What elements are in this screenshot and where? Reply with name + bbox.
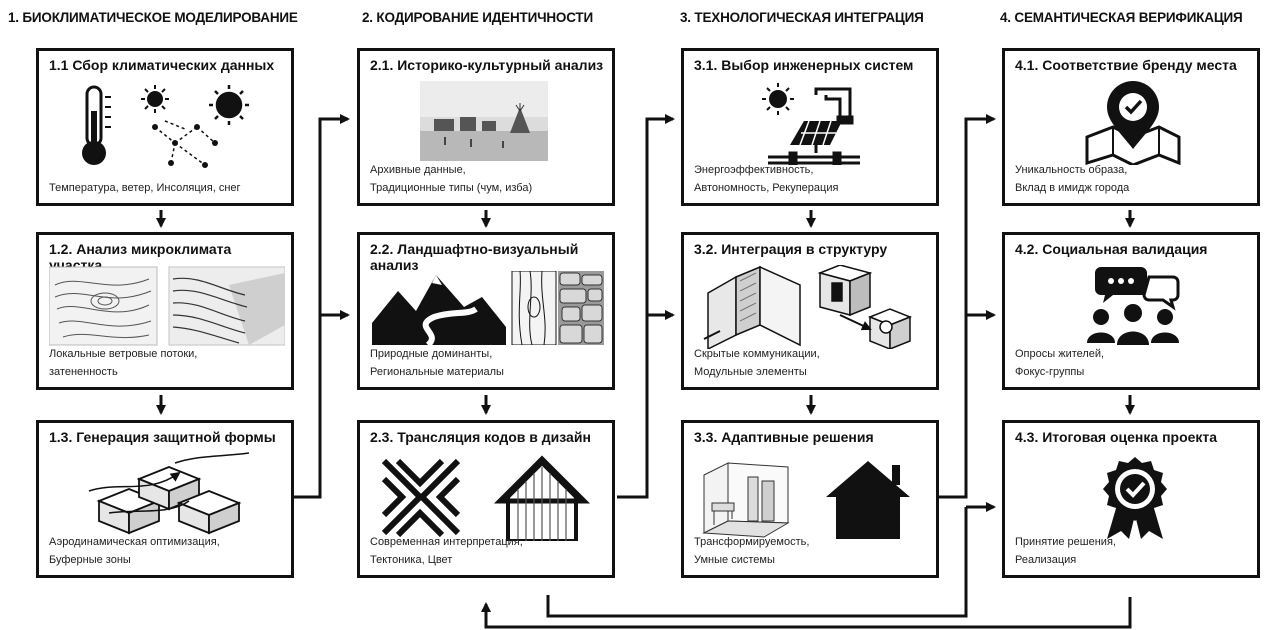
- map-pin-check-icon: [1085, 81, 1181, 165]
- gable-house-icon: [493, 455, 591, 541]
- step-description-line-2: Реализация: [1015, 554, 1077, 566]
- ornament-pattern-icon: [380, 457, 462, 539]
- sun-path-diagram: [154, 120, 216, 166]
- step-description-line-2: Фокус-группы: [1015, 366, 1085, 378]
- column-header-3: 3. ТЕХНОЛОГИЧЕСКАЯ ИНТЕГРАЦИЯ: [680, 10, 924, 25]
- climate-data-illustration: [82, 85, 249, 168]
- step-4-3-box: 4.3. Итоговая оценка проекта Принятие ре…: [1002, 420, 1260, 578]
- sun-icon: [141, 85, 169, 113]
- step-1-1-box: 1.1 Сбор климатических данных: [36, 48, 294, 206]
- step-description-line-2: Вклад в имидж города: [1015, 182, 1130, 194]
- step-description-line-2: Традиционные типы (чум, изба): [370, 182, 533, 194]
- step-description-line-1: Опросы жителей,: [1015, 348, 1105, 360]
- step-description-line-2: затененность: [49, 366, 118, 378]
- step-description-line-1: Трансформируемость,: [694, 536, 810, 548]
- step-3-1-box: 3.1. Выбор инженерных систем: [681, 48, 939, 206]
- step-4-2-box: 4.2. Социальная валидация Опросы жителей…: [1002, 232, 1260, 390]
- step-2-2-box: 2.2. Ландшафтно-визуальный анализ: [357, 232, 615, 390]
- microclimate-illustration: [49, 266, 285, 346]
- step-description-line-2: Модульные элементы: [694, 366, 807, 378]
- solar-panel-icon: [790, 120, 842, 153]
- design-translation-illustration: [380, 455, 591, 541]
- connector-col2-to-col3-top: [617, 114, 675, 499]
- step-2-1-box: 2.1. Историко-культурный анализ Архивные…: [357, 48, 615, 206]
- topographic-map-icon: [49, 266, 158, 346]
- step-title: 3.2. Интеграция в структуру: [694, 241, 888, 257]
- wood-stone-texture-icon: [511, 271, 604, 345]
- sun-icon: [209, 85, 249, 125]
- step-title: 4.1. Соответствие бренду места: [1015, 57, 1237, 73]
- protective-form-blocks-icon: [88, 452, 250, 535]
- people-chat-icon: [1087, 267, 1180, 345]
- step-description-line-1: Температура, ветер, Инсоляция, снег: [49, 182, 241, 194]
- mountain-landscape-icon: [372, 275, 506, 345]
- step-description-line-1: Аэродинамическая оптимизация,: [49, 536, 220, 548]
- wall-section-icon: [703, 265, 801, 349]
- step-description-line-1: Современная интерпретация,: [370, 536, 523, 548]
- step-description-line-1: Уникальность образа,: [1015, 164, 1128, 176]
- step-description-line-2: Умные системы: [694, 554, 775, 566]
- feedback-loop: [481, 597, 1132, 629]
- step-title: 3.3. Адаптивные решения: [694, 429, 874, 445]
- step-description-line-1: Принятие решения,: [1015, 536, 1116, 548]
- step-description-line-1: Архивные данные,: [370, 164, 466, 176]
- archive-photo-settlement: [420, 81, 548, 161]
- step-title: 2.2. Ландшафтно-визуальный анализ: [370, 241, 579, 273]
- step-description-line-1: Природные доминанты,: [370, 348, 493, 360]
- transformable-interior-icon: [702, 462, 790, 538]
- column-header-2: 2. КОДИРОВАНИЕ ИДЕНТИЧНОСТИ: [362, 10, 593, 25]
- connector-col1-to-col2-top: [291, 114, 350, 499]
- step-1-3-box: 1.3. Генерация защитной формы Аэродинами…: [36, 420, 294, 578]
- modular-joint-icon: [817, 265, 913, 349]
- structure-integration-illustration: [703, 265, 913, 349]
- step-title: 3.1. Выбор инженерных систем: [694, 57, 914, 73]
- step-title: 2.3. Трансляция кодов в дизайн: [370, 429, 591, 445]
- step-description-line-2: Буферные зоны: [49, 554, 131, 566]
- pipe-icon: [768, 87, 860, 165]
- step-title: 4.3. Итоговая оценка проекта: [1015, 429, 1218, 445]
- step-3-2-box: 3.2. Интеграция в структуру Скрытые комм…: [681, 232, 939, 390]
- connector-2-3-to-4-3: [546, 507, 968, 618]
- step-4-1-box: 4.1. Соответствие бренду места Уникально…: [1002, 48, 1260, 206]
- connector-col3-to-col4-top: [939, 114, 996, 499]
- column-header-4: 4. СЕМАНТИЧЕСКАЯ ВЕРИФИКАЦИЯ: [1000, 10, 1243, 25]
- step-1-2-box: 1.2. Анализ микроклимата участка Локальн…: [36, 232, 294, 390]
- engineering-systems-illustration: [762, 83, 860, 165]
- step-description-line-2: Региональные материалы: [370, 366, 504, 378]
- step-description-line-1: Скрытые коммуникации,: [694, 348, 820, 360]
- step-title: 1.3. Генерация защитной формы: [49, 429, 276, 445]
- step-title: 4.2. Социальная валидация: [1015, 241, 1208, 257]
- thermometer-icon: [82, 85, 111, 165]
- step-description-line-1: Локальные ветровые потоки,: [49, 348, 198, 360]
- step-description-line-1: Энергоэффективность,: [694, 164, 814, 176]
- step-title: 2.1. Историко-культурный анализ: [370, 57, 604, 73]
- adaptive-solutions-illustration: [702, 461, 910, 539]
- landscape-illustration: [372, 271, 604, 345]
- award-badge-check-icon: [1103, 457, 1167, 539]
- step-description-line-2: Автономность, Рекуперация: [694, 182, 839, 194]
- step-3-3-box: 3.3. Адаптивные решения Трансформируемос…: [681, 420, 939, 578]
- step-2-3-box: 2.3. Трансляция кодов в дизайн Современн…: [357, 420, 615, 578]
- sun-icon: [762, 83, 794, 115]
- column-header-1: 1. БИОКЛИМАТИЧЕСКОЕ МОДЕЛИРОВАНИЕ: [8, 10, 298, 25]
- step-description-line-2: Тектоника, Цвет: [370, 554, 453, 566]
- step-title: 1.1 Сбор климатических данных: [49, 57, 275, 73]
- wind-flow-diagram: [168, 266, 285, 346]
- home-icon: [826, 461, 910, 539]
